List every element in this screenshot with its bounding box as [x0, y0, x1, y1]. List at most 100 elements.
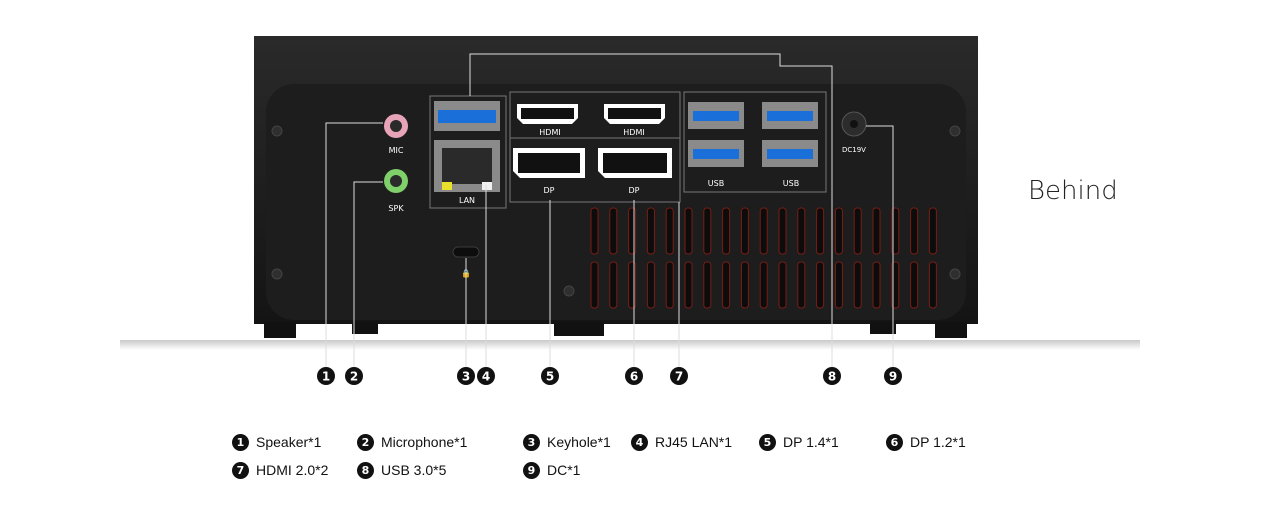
- vent-slot: [628, 207, 637, 255]
- vent-slot: [834, 207, 843, 255]
- foot: [264, 322, 296, 338]
- vent-slot: [872, 207, 881, 255]
- callout-number: 7: [675, 370, 683, 384]
- vent-slot: [740, 207, 749, 255]
- callout-marker: [317, 367, 335, 385]
- usb-label-2: USB: [783, 179, 799, 188]
- callout-marker: [823, 367, 841, 385]
- vent-slot: [590, 261, 599, 309]
- vent-slot: [609, 261, 618, 309]
- spk-label: SPK: [388, 204, 404, 213]
- vent-slot: [891, 207, 900, 255]
- mic-label: MIC: [389, 146, 404, 155]
- vent-slot: [590, 207, 599, 255]
- callout-number: 8: [828, 370, 836, 384]
- keyhole: [452, 246, 480, 258]
- vent-slot: [797, 207, 806, 255]
- floor-shadow: [120, 340, 1140, 350]
- callout-marker: [670, 367, 688, 385]
- vent-slot: [665, 207, 674, 255]
- vent-slot: [778, 261, 787, 309]
- dp-label-1: DP: [544, 186, 555, 195]
- vent-slot: [910, 207, 919, 255]
- dc-label: DC19V: [842, 146, 866, 154]
- vent-slot: [684, 261, 693, 309]
- vent-slot: [816, 261, 825, 309]
- screw-icon: [949, 125, 961, 137]
- vent-slot: [609, 207, 618, 255]
- callout-number: 5: [546, 370, 554, 384]
- vent-slot: [853, 261, 862, 309]
- callout-number: 2: [350, 370, 358, 384]
- vent-slot: [722, 261, 731, 309]
- foot: [352, 322, 378, 334]
- callout-number: 3: [462, 370, 470, 384]
- callout-number: 1: [322, 370, 330, 384]
- callout-marker: [541, 367, 559, 385]
- vent-slot: [928, 207, 937, 255]
- callout-marker: [345, 367, 363, 385]
- vent-slot: [703, 261, 712, 309]
- vent-slot: [910, 261, 919, 309]
- usb-port: [762, 102, 818, 129]
- vent-slot: [646, 207, 655, 255]
- vent-slot: [928, 261, 937, 309]
- leader-lines: [325, 53, 894, 368]
- vent-slot: [853, 207, 862, 255]
- callout-marker: [884, 367, 902, 385]
- vent-slot: [703, 207, 712, 255]
- callout-marker: [625, 367, 643, 385]
- callout-number: 9: [889, 370, 897, 384]
- hdmi-label-2: HDMI: [623, 128, 644, 137]
- video-outline: [509, 91, 681, 203]
- vent-slot: [646, 261, 655, 309]
- vent-slot: [684, 207, 693, 255]
- usb-lan-outline: [429, 95, 507, 209]
- vent-slot: [834, 261, 843, 309]
- callout-marker: [457, 367, 475, 385]
- screw-icon: [271, 125, 283, 137]
- vent-grille: [590, 207, 937, 309]
- screw-icon: [563, 285, 575, 297]
- usb-label-1: USB: [708, 179, 724, 188]
- vent-slot: [759, 207, 768, 255]
- vent-slot: [628, 261, 637, 309]
- vent-slot: [740, 261, 749, 309]
- foot: [554, 322, 604, 336]
- dp-label-2: DP: [629, 186, 640, 195]
- vent-slot: [759, 261, 768, 309]
- vent-slot: [872, 261, 881, 309]
- vent-slot: [778, 207, 787, 255]
- callout-marker: [477, 367, 495, 385]
- usb-port: [688, 102, 744, 129]
- hdmi-label-1: HDMI: [539, 128, 560, 137]
- screw-icon: [271, 268, 283, 280]
- vent-slot: [816, 207, 825, 255]
- usb-port: [762, 140, 818, 167]
- vent-slot: [722, 207, 731, 255]
- view-heading: Behind: [1028, 176, 1118, 206]
- vent-slot: [665, 261, 674, 309]
- foot: [870, 322, 896, 334]
- vent-slot: [891, 261, 900, 309]
- callout-number: 4: [482, 370, 490, 384]
- usb-port: [688, 140, 744, 167]
- usb-outline: [683, 91, 827, 193]
- callout-number: 6: [630, 370, 638, 384]
- lan-label: LAN: [459, 196, 475, 205]
- vent-slot: [797, 261, 806, 309]
- foot: [935, 322, 967, 338]
- screw-icon: [949, 268, 961, 280]
